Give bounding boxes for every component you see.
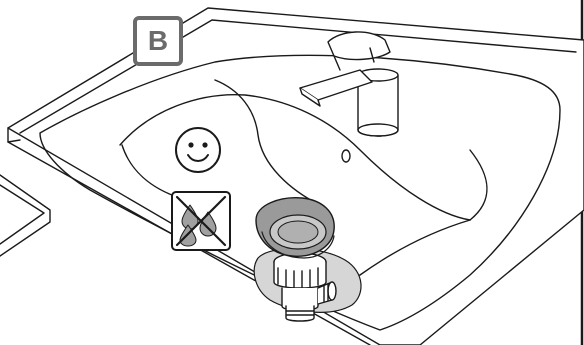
step-badge: B xyxy=(133,16,183,66)
step-label: B xyxy=(148,27,168,55)
adjacent-cabinet-edge xyxy=(0,175,50,256)
no-water-drops-icon xyxy=(172,192,230,250)
